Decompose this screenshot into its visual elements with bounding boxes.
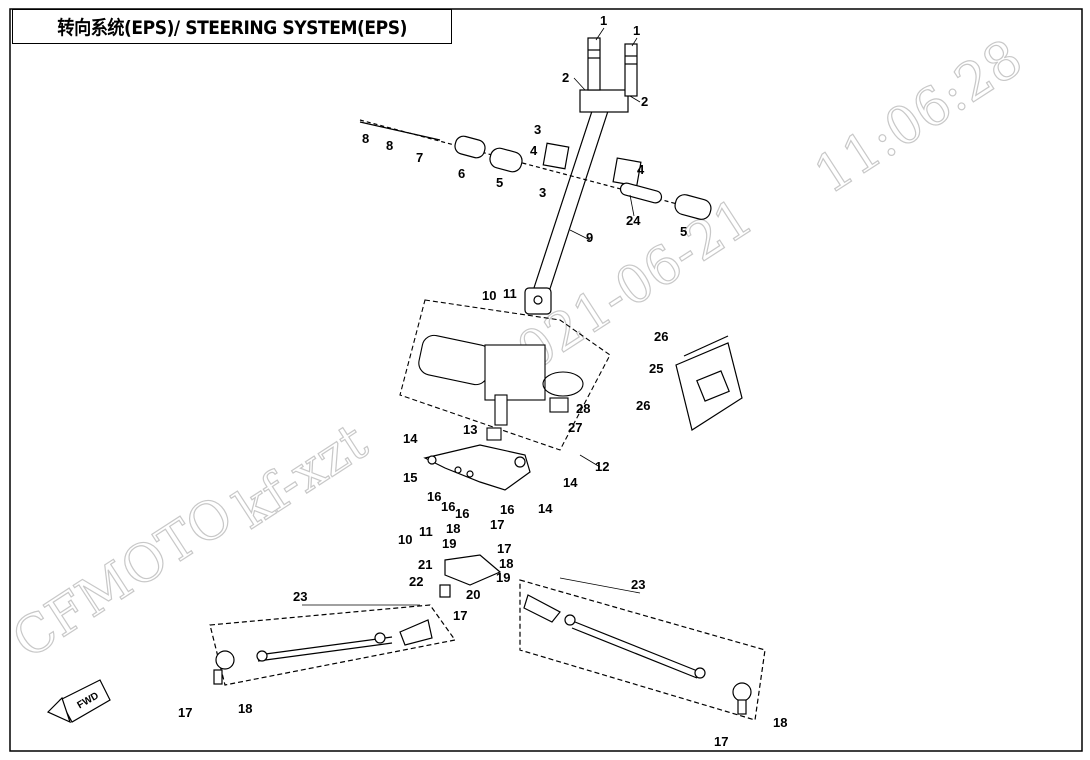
callout: 10 <box>482 288 496 303</box>
callout: 8 <box>386 138 393 153</box>
fwd-arrow-icon: FWD <box>46 679 111 724</box>
callout: 14 <box>538 501 553 516</box>
callout: 18 <box>238 701 252 716</box>
page-title: 转向系统(EPS)/ STEERING SYSTEM(EPS) <box>57 17 407 39</box>
column-mount-bar <box>359 119 712 220</box>
callout: 17 <box>453 608 467 623</box>
callout: 5 <box>496 175 503 190</box>
callout: 3 <box>534 122 541 137</box>
callout: 2 <box>641 94 648 109</box>
callouts: 1 1 2 2 3 3 4 4 5 5 6 7 8 8 9 10 11 10 1… <box>178 13 787 749</box>
callout: 10 <box>398 532 412 547</box>
ecu-module <box>675 335 743 431</box>
callout: 13 <box>463 422 477 437</box>
callout: 5 <box>680 224 687 239</box>
callout: 9 <box>586 230 593 245</box>
callout: 1 <box>633 23 640 38</box>
callout: 11 <box>503 286 517 301</box>
callout: 8 <box>362 131 369 146</box>
callout: 25 <box>649 361 663 376</box>
callout: 4 <box>530 143 538 158</box>
tie-rod-left <box>209 604 457 686</box>
mount-bracket <box>423 444 531 491</box>
callout: 16 <box>441 499 455 514</box>
callout: 23 <box>293 589 307 604</box>
callout: 14 <box>563 475 578 490</box>
callout: 16 <box>427 489 441 504</box>
callout: 19 <box>496 570 510 585</box>
callout: 1 <box>600 13 607 28</box>
callout: 7 <box>416 150 423 165</box>
callout: 6 <box>458 166 465 181</box>
callout: 28 <box>576 401 590 416</box>
callout: 16 <box>500 502 514 517</box>
watermark-user: kf-xzt <box>224 412 378 541</box>
center-link <box>439 554 502 598</box>
callout: 18 <box>773 715 787 730</box>
title-box: 转向系统(EPS)/ STEERING SYSTEM(EPS) <box>12 9 452 44</box>
leader-lines <box>302 27 641 606</box>
watermark-brand: CFMOTO <box>2 485 244 671</box>
callout: 17 <box>178 705 192 720</box>
callout: 18 <box>446 521 460 536</box>
callout: 17 <box>490 517 504 532</box>
callout: 24 <box>626 213 641 228</box>
eps-unit <box>399 299 611 451</box>
callout: 21 <box>418 557 432 572</box>
steering-column <box>524 37 638 315</box>
callout: 19 <box>442 536 456 551</box>
callout: 20 <box>466 587 480 602</box>
callout: 26 <box>636 398 650 413</box>
callout: 3 <box>539 185 546 200</box>
callout: 27 <box>568 420 582 435</box>
callout: 17 <box>497 541 511 556</box>
callout: 22 <box>409 574 423 589</box>
outer-border <box>9 8 1083 752</box>
callout: 4 <box>637 162 645 177</box>
callout: 14 <box>403 431 418 446</box>
callout: 2 <box>562 70 569 85</box>
callout: 11 <box>419 524 433 539</box>
callout: 26 <box>654 329 668 344</box>
callout: 17 <box>714 734 728 749</box>
callout: 15 <box>403 470 417 485</box>
callout: 16 <box>455 506 469 521</box>
watermark-time: 11:06:28 <box>804 28 1033 206</box>
callout: 18 <box>499 556 513 571</box>
callout: 12 <box>595 459 609 474</box>
callout: 23 <box>631 577 645 592</box>
tie-rod-right <box>519 579 766 721</box>
